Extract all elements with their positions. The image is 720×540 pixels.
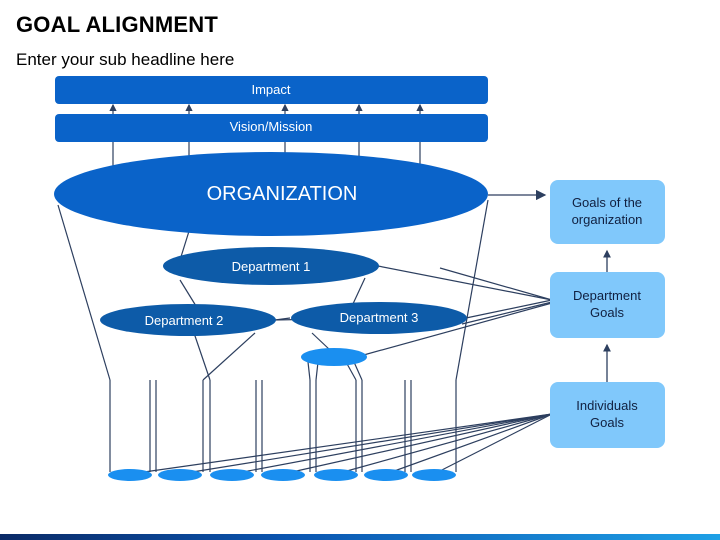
individual-ellipses <box>108 469 456 481</box>
individual-2 <box>158 469 202 481</box>
organization-label: ORGANIZATION <box>207 183 358 205</box>
individuals-goals-box <box>550 382 665 448</box>
individual-7 <box>412 469 456 481</box>
department-goals-line2: Goals <box>590 305 624 320</box>
vision-to-impact-arrows <box>109 103 424 114</box>
department-down-lines <box>179 277 366 381</box>
vision-mission-label: Vision/Mission <box>230 119 313 134</box>
individual-goal-lines <box>129 413 553 475</box>
individual-1 <box>108 469 152 481</box>
page-title: GOAL ALIGNMENT <box>16 12 219 37</box>
impact-label: Impact <box>251 82 290 97</box>
individual-5 <box>314 469 358 481</box>
funnel-lines <box>57 199 489 381</box>
individuals-goals-line1: Individuals <box>576 398 638 413</box>
department-3-label: Department 3 <box>340 310 419 325</box>
organization-ellipse <box>54 152 488 236</box>
vision-mission-bar <box>55 114 488 142</box>
goals-of-organization-line2: organization <box>572 212 643 227</box>
department-1-ellipse <box>163 247 379 285</box>
individuals-goals-line2: Goals <box>590 415 624 430</box>
individual-6 <box>364 469 408 481</box>
bottom-accent-bar <box>0 534 720 540</box>
page-subtitle: Enter your sub headline here <box>16 50 235 69</box>
vertical-poles <box>109 380 457 472</box>
impact-bar <box>55 76 488 104</box>
individual-3 <box>210 469 254 481</box>
individual-4 <box>261 469 305 481</box>
team-ellipse <box>301 348 367 366</box>
department-2-ellipse <box>100 304 276 336</box>
department-2-label: Department 2 <box>145 313 224 328</box>
goals-of-organization-box <box>550 180 665 244</box>
department-goals-line1: Department <box>573 288 641 303</box>
department-goals-box <box>550 272 665 338</box>
goals-of-organization-line1: Goals of the <box>572 195 642 210</box>
department-1-label: Department 1 <box>232 259 311 274</box>
department-3-ellipse <box>291 302 467 334</box>
